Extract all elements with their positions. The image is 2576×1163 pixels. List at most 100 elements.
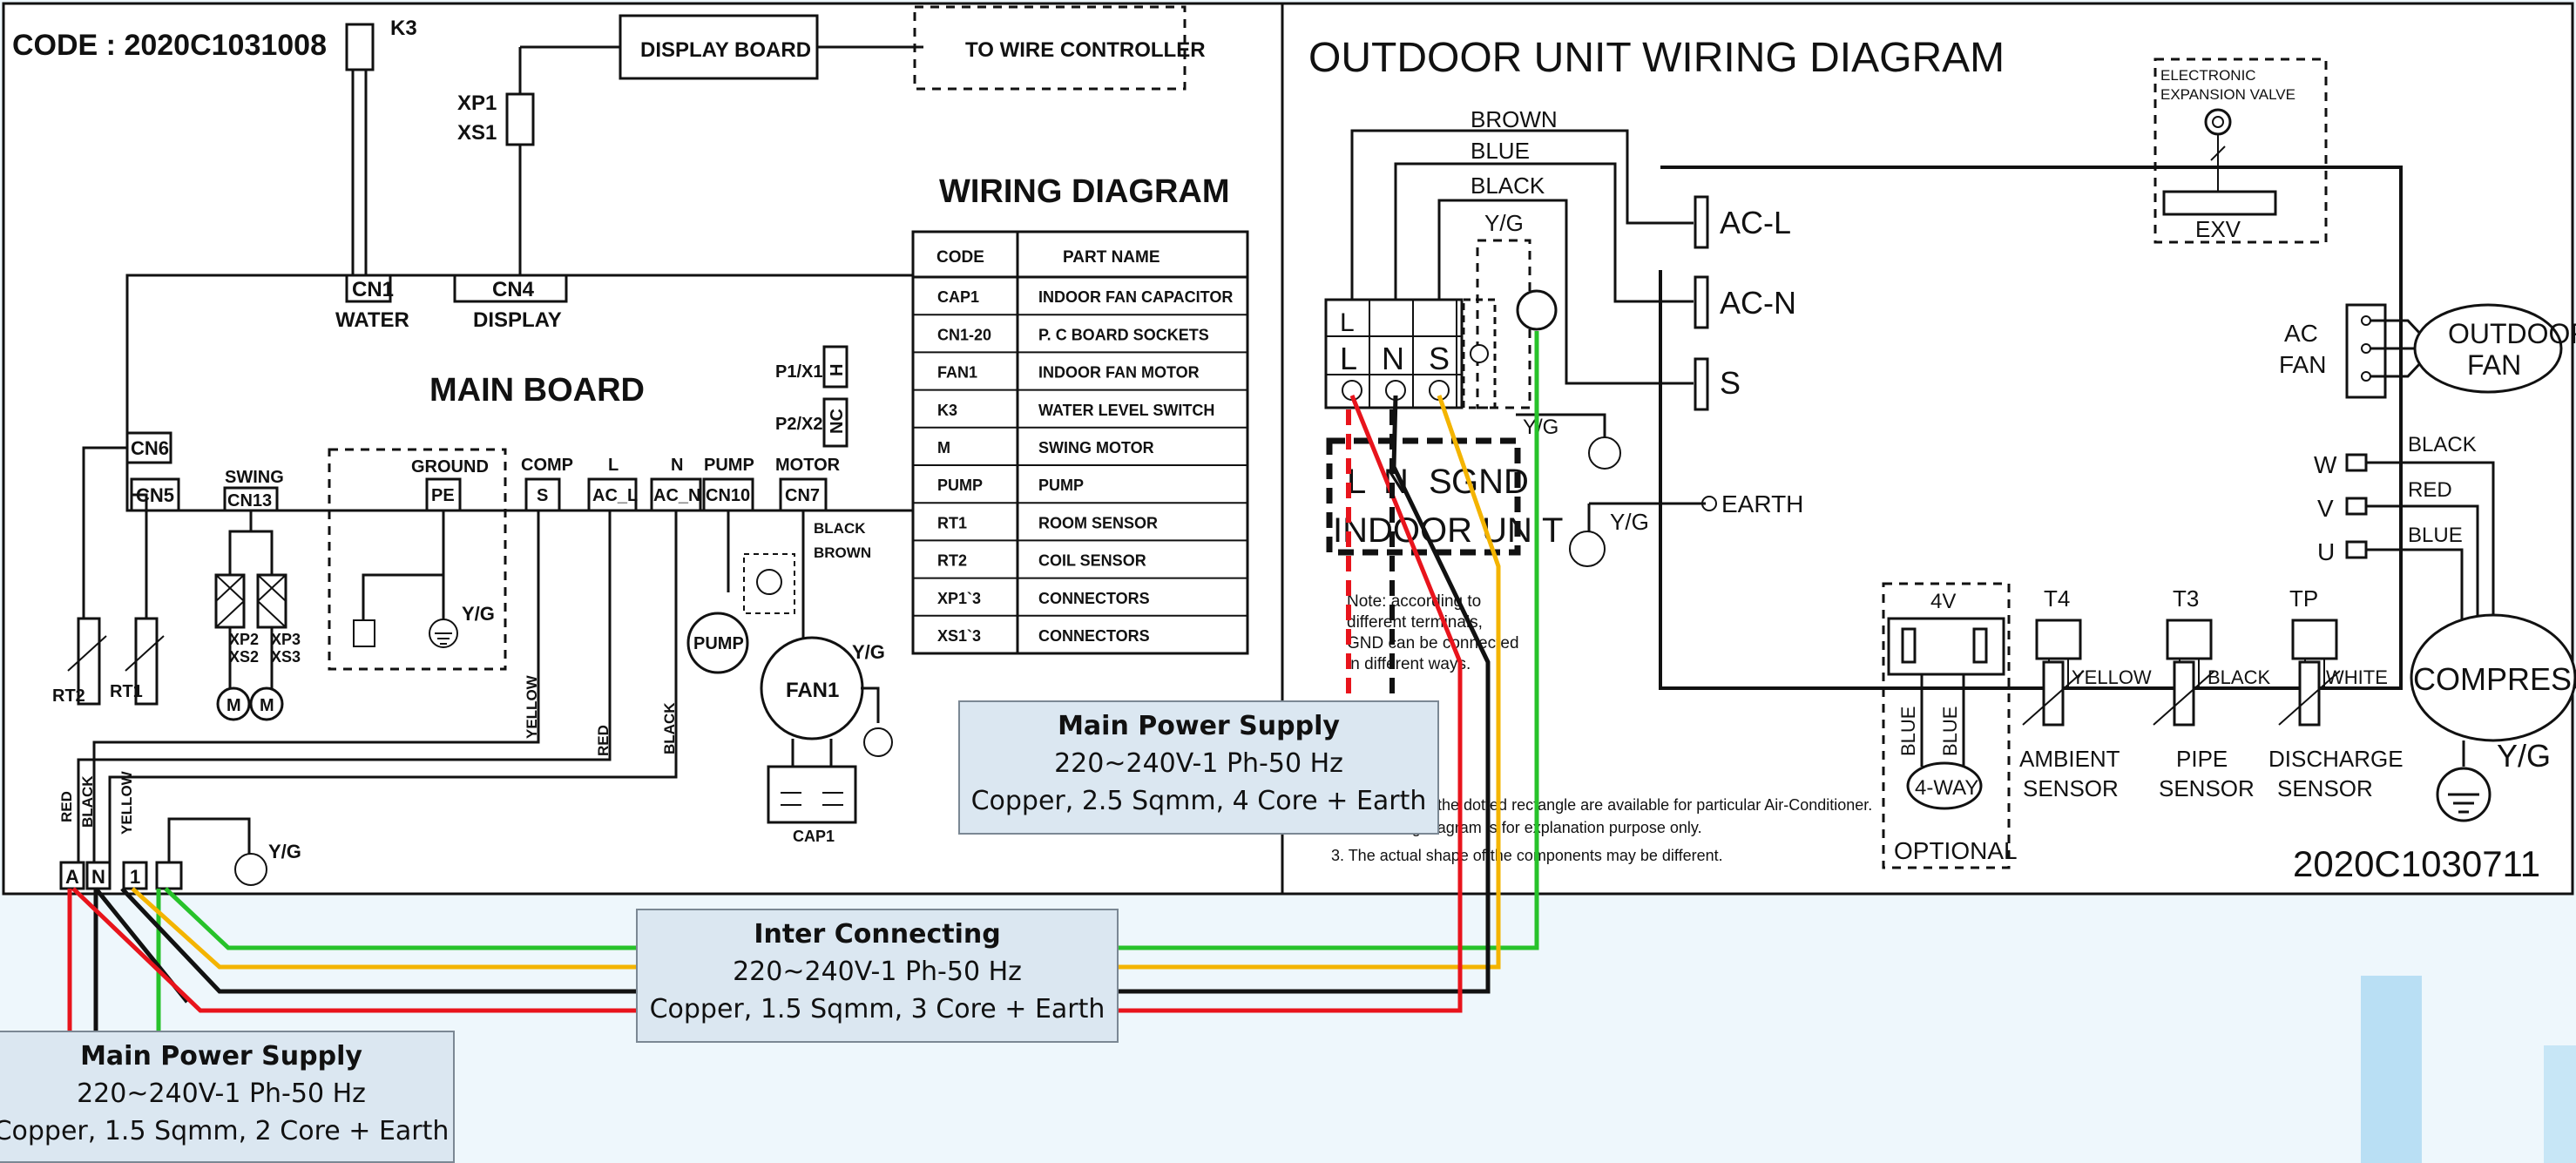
m-label: M [260, 696, 274, 715]
indoor-unit-box [1326, 437, 1521, 556]
terminal-n-label: N [91, 866, 105, 888]
note-line: 3. The actual shape of the components ma… [1331, 847, 1723, 864]
block-l-label: L [1340, 308, 1355, 337]
comp-label: COMP [521, 456, 573, 475]
indoor-unit-label: INDOOR UNIT [1333, 511, 1563, 550]
outdoor-panel: OUTDOOR UNIT WIRING DIAGRAM BROWN BLUE B… [1281, 2, 2576, 896]
pump-icon [686, 612, 749, 674]
w-black-label: BLACK [2408, 433, 2477, 456]
terminal-yg-label: Y/G [268, 841, 301, 862]
table-cell-code: XP1`3 [937, 590, 981, 607]
swing-motor [216, 686, 251, 721]
table-header: PART NAME [1063, 248, 1160, 267]
water-switch [345, 23, 375, 71]
table-cell-part: ROOM SENSOR [1038, 514, 1158, 531]
s-label: S [537, 486, 548, 505]
display-board-label: DISPLAY BOARD [640, 38, 811, 62]
four-v-label: 4V [1930, 590, 1956, 613]
note-line: different terminals, [1347, 613, 1483, 632]
black-label: BLACK [79, 775, 96, 828]
pump-label: PUMP [704, 456, 754, 475]
table-cell-part: COIL SENSOR [1038, 552, 1146, 570]
four-way-label: 4-WAY [1915, 776, 1978, 800]
table-cell-part: CONNECTORS [1038, 590, 1150, 607]
pipe-label: PIPE [2176, 746, 2228, 772]
xp1-label: XP1 [457, 91, 497, 115]
optional-box [1882, 582, 2011, 869]
table-title: WIRING DIAGRAM [939, 173, 1230, 210]
discharge-label: DISCHARGE [2268, 746, 2404, 772]
ambient-sensor-label: SENSOR [2023, 775, 2119, 801]
ac-n-label: AC_N [653, 486, 700, 505]
swing-motor [249, 686, 284, 721]
table-cell-part: INDOOR FAN MOTOR [1038, 364, 1200, 382]
cn13-label: CN13 [227, 491, 272, 511]
display-label: DISPLAY [473, 308, 562, 332]
table-cell-code: FAN1 [937, 364, 977, 382]
main-board-label: MAIN BOARD [429, 372, 645, 409]
ac-l-label: AC_L [592, 486, 638, 505]
earth-yg-label: Y/G [1610, 509, 1649, 535]
inter-connecting-callout: Inter Connecting 220~240V-1 Ph-50 Hz Cop… [636, 909, 1119, 1043]
table-cell-code: M [937, 439, 950, 456]
ambient-sensor [2042, 660, 2065, 727]
compressor-label: COMPRESSOR [2413, 661, 2576, 697]
motor-label: MOTOR [775, 456, 841, 475]
callout-line: 220~240V-1 Ph-50 Hz [77, 1078, 366, 1109]
note-line: in different ways. [1347, 655, 1471, 673]
pipe-sensor-label: SENSOR [2159, 775, 2255, 801]
table-cell-code: XS1`3 [937, 627, 981, 645]
ac-fan-label: AC [2284, 320, 2318, 347]
ac-l-terminal: AC-L [1720, 205, 1791, 240]
l-label: L [608, 456, 619, 475]
red-wire [71, 395, 1463, 1013]
pe-label: PE [431, 486, 455, 505]
h-label: H [828, 364, 847, 376]
terminal-a-label: A [65, 866, 79, 888]
ground-icon [863, 727, 893, 757]
exv-label: EXV [2195, 216, 2241, 242]
callout-line: Copper, 1.5 Sqmm, 2 Core + Earth [0, 1116, 450, 1146]
table-cell-part: P. C BOARD SOCKETS [1038, 326, 1209, 343]
compressor [2410, 613, 2576, 742]
eev-label: EXPANSION VALVE [2160, 86, 2295, 103]
indoor-power-supply-callout: Main Power Supply 220~240V-1 Ph-50 Hz Co… [0, 1031, 455, 1163]
block-l-label: L [1340, 341, 1357, 376]
callout-line: 220~240V-1 Ph-50 Hz [733, 957, 1022, 987]
eev-label: ELECTRONIC [2160, 67, 2256, 84]
w-label: W [2314, 451, 2337, 478]
cn6-label: CN6 [131, 437, 169, 459]
indoor-l-label: L [1347, 463, 1366, 501]
indoor-code: CODE : 2020C1031008 [12, 29, 327, 62]
gnd-yg-label: Y/G [1523, 416, 1558, 439]
earth-label: EARTH [1721, 490, 1803, 517]
black-label: BLACK [661, 702, 678, 754]
water-label: WATER [335, 308, 409, 332]
v-red-label: RED [2408, 478, 2452, 502]
sensor-black-label: BLACK [2208, 666, 2270, 688]
brown-label: BROWN [1471, 106, 1558, 132]
ground-label: GROUND [411, 457, 489, 477]
cn7-label: CN7 [785, 486, 820, 505]
callout-line: 220~240V-1 Ph-50 Hz [1054, 748, 1343, 779]
compressor-yg-label: Y/G [2497, 738, 2551, 774]
red-label: RED [595, 725, 612, 756]
table-cell-code: RT1 [937, 514, 967, 531]
block-n-label: N [1382, 341, 1404, 376]
ac-fan-label: FAN [2279, 351, 2326, 378]
cn4-label: CN4 [492, 278, 535, 301]
p1x1-label: P1/X1 [775, 362, 822, 382]
rt1-label: RT1 [110, 682, 143, 701]
nc-label: NC [828, 409, 847, 434]
p2x2-label: P2/X2 [775, 415, 822, 434]
yellow-wire [131, 395, 1501, 970]
block-s-label: S [1429, 341, 1450, 376]
indoor-s-label: S [1429, 463, 1452, 501]
table-cell-part: INDOOR FAN CAPACITOR [1038, 288, 1233, 306]
table-cell-part: SWING MOTOR [1038, 439, 1154, 456]
outdoor-fan-label: OUTDOOR [2448, 318, 2576, 349]
outdoor-code: 2020C1030711 [2293, 843, 2540, 884]
outdoor-fan-label: FAN [2467, 349, 2521, 381]
xs2-label: XS2 [229, 648, 259, 666]
